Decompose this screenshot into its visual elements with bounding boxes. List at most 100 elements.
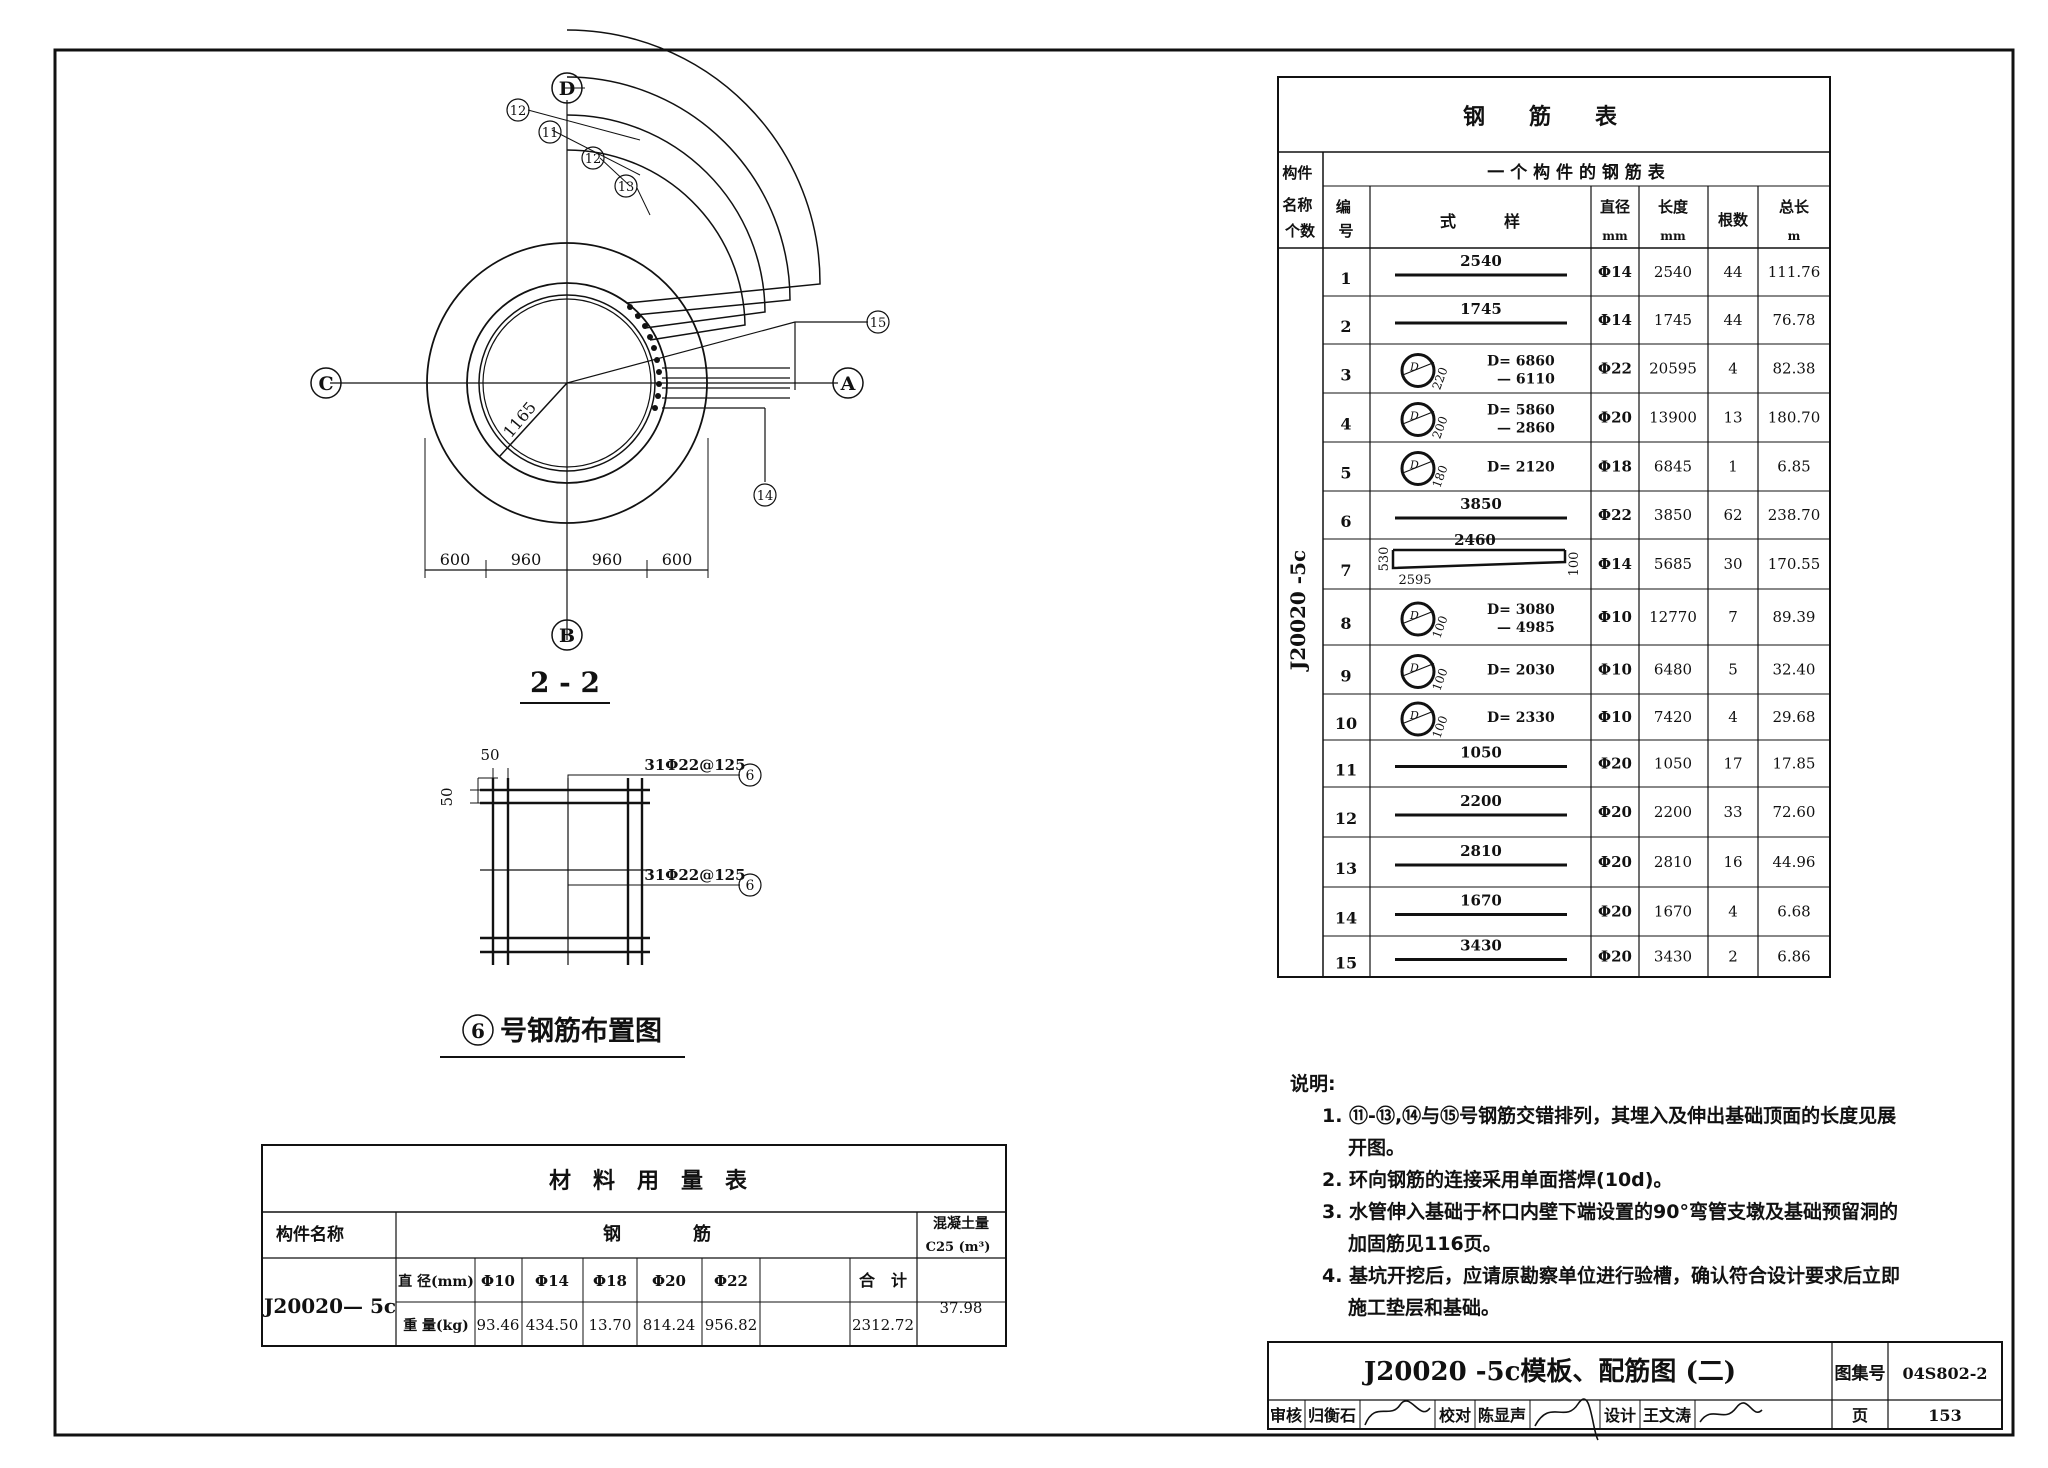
rebar-row-length: 1670 <box>1654 903 1692 921</box>
rebar6-dim-left: 50 <box>438 787 456 806</box>
rebar-shape-label: 3850 <box>1460 495 1502 513</box>
rebar-row-no: 4 <box>1340 415 1351 434</box>
rebar-table-col-len: 长度 <box>1658 198 1689 216</box>
rebar-row-no: 10 <box>1335 714 1357 733</box>
title-block-review-name: 归衡石 <box>1308 1406 1356 1425</box>
material-dia-18: Φ18 <box>593 1272 627 1290</box>
rebar-row-length: 3430 <box>1654 948 1692 966</box>
title-block-atlas-label: 图集号 <box>1835 1363 1886 1384</box>
rebar-shape-ring <box>1400 451 1436 486</box>
rebar-row-dia: Φ10 <box>1598 708 1632 726</box>
title-block-grid <box>1267 1341 2003 1441</box>
rebar-row-no: 12 <box>1335 809 1357 828</box>
rebar-table-col-dia: 直径 <box>1600 198 1630 216</box>
rebar-ring-d: D <box>1409 410 1419 423</box>
material-sum-label: 合 计 <box>859 1271 907 1290</box>
rebar-row-no: 5 <box>1340 464 1351 483</box>
rebar-shape-ring <box>1400 701 1436 737</box>
material-weight-22: 956.82 <box>705 1316 758 1334</box>
rebar-ring-d1: D= 5860 <box>1487 403 1555 419</box>
rebar6-mark-top: 6 <box>746 768 755 784</box>
material-table-grid <box>261 1144 1007 1347</box>
rebar-ring-diameter <box>1403 662 1435 677</box>
rebar-row-total: 6.68 <box>1777 903 1810 921</box>
title-block-design-name: 王文涛 <box>1643 1406 1691 1425</box>
rebar-row-count: 1 <box>1728 458 1738 476</box>
note-item-1: 1. ⑪-⑬,⑭与⑮号钢筋交错排列，其埋入及伸出基础顶面的长度见展开图。 <box>1322 1105 1897 1159</box>
rebar-bent-bottom: 2595 <box>1398 573 1431 588</box>
rebar-row-count: 17 <box>1723 755 1742 773</box>
rebar-ring-d: D <box>1409 361 1419 374</box>
material-dia-14: Φ14 <box>535 1272 569 1290</box>
rebar-row-count: 2 <box>1728 948 1738 966</box>
rebar-row-count: 4 <box>1728 708 1738 726</box>
rebar-shape-label: 2460 <box>1454 531 1496 549</box>
axis-label-d: D <box>559 78 575 100</box>
rebar-row-dia: Φ10 <box>1598 661 1632 679</box>
material-sum-value: 2312.72 <box>852 1316 914 1334</box>
material-dia-10: Φ10 <box>481 1272 515 1290</box>
rebar-table-col-group: 一 个 构 件 的 钢 筋 表 <box>1487 162 1665 183</box>
rebar-bent-left: 530 <box>1377 547 1392 572</box>
title-block-atlas-no: 04S802-2 <box>1903 1364 1988 1383</box>
rebar-ring-d: D <box>1409 662 1419 675</box>
rebar-ring-diameter <box>1403 610 1435 624</box>
material-dia-label: 直 径(mm) <box>398 1273 474 1290</box>
rebar-row-dia: Φ20 <box>1598 903 1632 921</box>
rebar6-title: 号钢筋布置图 <box>500 1015 662 1047</box>
rebar-row-dia: Φ20 <box>1598 755 1632 773</box>
rebar-row-no: 2 <box>1340 317 1351 336</box>
rebar-row-length: 2200 <box>1654 803 1692 821</box>
callout-11: 11 <box>542 126 559 141</box>
rebar-ring-diameter <box>1403 710 1435 724</box>
material-col-concrete-2: C25 (m³) <box>926 1240 991 1255</box>
rebar-row-total: 29.68 <box>1773 708 1816 726</box>
rebar-ring-d1: D= 2330 <box>1487 710 1555 726</box>
rebar-row-no: 1 <box>1340 269 1351 288</box>
material-weight-18: 13.70 <box>589 1316 632 1334</box>
dim-600-right: 600 <box>662 550 693 569</box>
dim-600-left: 600 <box>440 550 471 569</box>
rebar-table-col-count: 根数 <box>1718 211 1749 229</box>
rebar-row-no: 8 <box>1340 614 1351 633</box>
rebar-ring-diameter <box>1403 410 1435 425</box>
material-weight-10: 93.46 <box>477 1316 520 1334</box>
rebar-row-no: 7 <box>1340 561 1351 580</box>
material-weight-label: 重 量(kg) <box>403 1317 469 1334</box>
rebar-shape-label: 2810 <box>1460 842 1502 860</box>
rebar-row-count: 30 <box>1723 555 1742 573</box>
rebar-shape-label: 1745 <box>1460 300 1502 318</box>
rebar-row-dia: Φ14 <box>1598 311 1632 329</box>
callout-15: 15 <box>870 316 887 331</box>
rebar-row-no: 3 <box>1340 366 1351 385</box>
material-member: J20020— 5c <box>262 1294 396 1318</box>
rebar-row-total: 170.55 <box>1768 555 1821 573</box>
rebar-ring-d1: D= 3080 <box>1487 602 1555 618</box>
material-col-concrete-1: 混凝土量 <box>933 1215 989 1232</box>
rebar-table-col-len-unit: mm <box>1660 229 1686 243</box>
rebar-ring-d1: D= 6860 <box>1487 354 1555 370</box>
rebar-shape-ring <box>1400 402 1436 437</box>
rebar-row-dia: Φ20 <box>1598 803 1632 821</box>
note-item-2: 2. 环向钢筋的连接采用单面搭焊(10d)。 <box>1322 1169 1673 1191</box>
sheet-border <box>53 48 2015 1437</box>
callout-12b: 12 <box>585 152 602 167</box>
material-weight-14: 434.50 <box>526 1316 579 1334</box>
rebar-row-length: 2540 <box>1654 263 1692 281</box>
material-col-steel: 钢 筋 <box>603 1223 711 1245</box>
material-table-title: 材 料 用 量 表 <box>549 1168 748 1194</box>
rebar-table-member: J20020 -5c <box>1286 550 1310 672</box>
rebar-row-dia: Φ20 <box>1598 948 1632 966</box>
rebar-table-col-total-unit: m <box>1788 229 1801 243</box>
rebar-row-dia: Φ20 <box>1598 409 1632 427</box>
section-2-2-drawing <box>310 29 890 704</box>
title-block-check-name: 陈显声 <box>1478 1406 1526 1425</box>
rebar-row-no: 6 <box>1340 512 1351 531</box>
rebar-table-col-shape: 式 样 <box>1440 212 1520 231</box>
rebar-shape-ring <box>1400 601 1436 637</box>
rebar-row-dia: Φ22 <box>1598 506 1632 524</box>
rebar-row-dia: Φ10 <box>1598 608 1632 626</box>
title-block-title: J20020 -5c模板、配筋图 (二) <box>1362 1356 1736 1387</box>
